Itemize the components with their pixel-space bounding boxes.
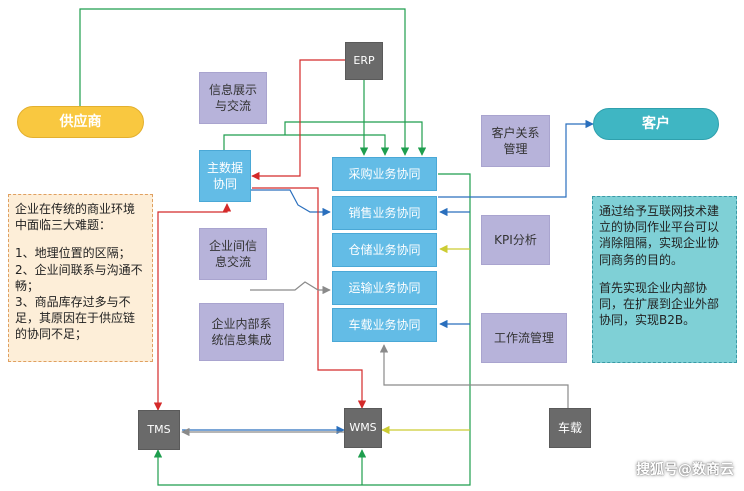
right-note: 通过给予互联网技术建立的协同作业平台可以消除阻隔，实现企业协同商务的目的。 首先… — [592, 196, 737, 363]
left-note: 企业在传统的商业环境中面临三大难题： 1、地理位置的区隔； 2、企业间联系与沟通… — [8, 194, 153, 362]
module-procurement: 采购业务协同 — [332, 157, 437, 191]
erp-box: ERP — [345, 42, 383, 80]
customer-node: 客户 — [593, 108, 719, 140]
right-note-p1: 通过给予互联网技术建立的协同作业平台可以消除阻隔，实现企业协同商务的目的。 — [599, 204, 720, 267]
line-master-loop — [223, 134, 390, 156]
line-erp-master — [251, 59, 345, 181]
watermark: 搜狐号@数商云 — [636, 462, 734, 478]
left-note-item-3: 3、商品库存过多与不足，其原因在于供应链的协同不足； — [15, 294, 136, 342]
workflow-box: 工作流管理 — [481, 313, 567, 363]
line-master-loop2 — [284, 121, 427, 156]
info-display-box: 信息展示 与交流 — [199, 72, 267, 124]
line-gray-transport — [250, 281, 331, 295]
left-note-intro: 企业在传统的商业环境中面临三大难题： — [15, 202, 136, 233]
line-master-wms — [252, 187, 367, 409]
vehicle-box: 车载 — [549, 408, 591, 448]
line-to-customer — [438, 119, 594, 198]
right-note-p2: 首先实现企业内部协同，在扩展到企业外部协同，实现B2B。 — [599, 280, 720, 328]
module-sales: 销售业务协同 — [332, 196, 437, 230]
module-vehicle: 车载业务协同 — [332, 308, 437, 342]
line-gray-vehicle — [379, 344, 569, 408]
module-warehouse: 仓储业务协同 — [332, 233, 437, 267]
wms-box: WMS — [344, 408, 382, 448]
inter-company-box: 企业间信 息交流 — [199, 228, 267, 280]
tms-box: TMS — [138, 410, 180, 450]
module-transport: 运输业务协同 — [332, 271, 437, 305]
line-tms-master — [153, 203, 232, 411]
line-right-bracket — [153, 173, 471, 486]
supplier-node: 供应商 — [17, 106, 144, 138]
left-note-item-1: 1、地理位置的区隔； — [15, 246, 131, 261]
crm-box: 客户关系 管理 — [481, 115, 550, 167]
left-note-item-2: 2、企业间联系与沟通不畅； — [15, 262, 143, 293]
kpi-box: KPI分析 — [481, 215, 550, 265]
line-master-sales — [250, 189, 331, 217]
internal-integration-box: 企业内部系 统信息集成 — [199, 303, 284, 361]
master-data-box: 主数据 协同 — [199, 150, 251, 202]
line-supplier-top — [79, 8, 410, 156]
